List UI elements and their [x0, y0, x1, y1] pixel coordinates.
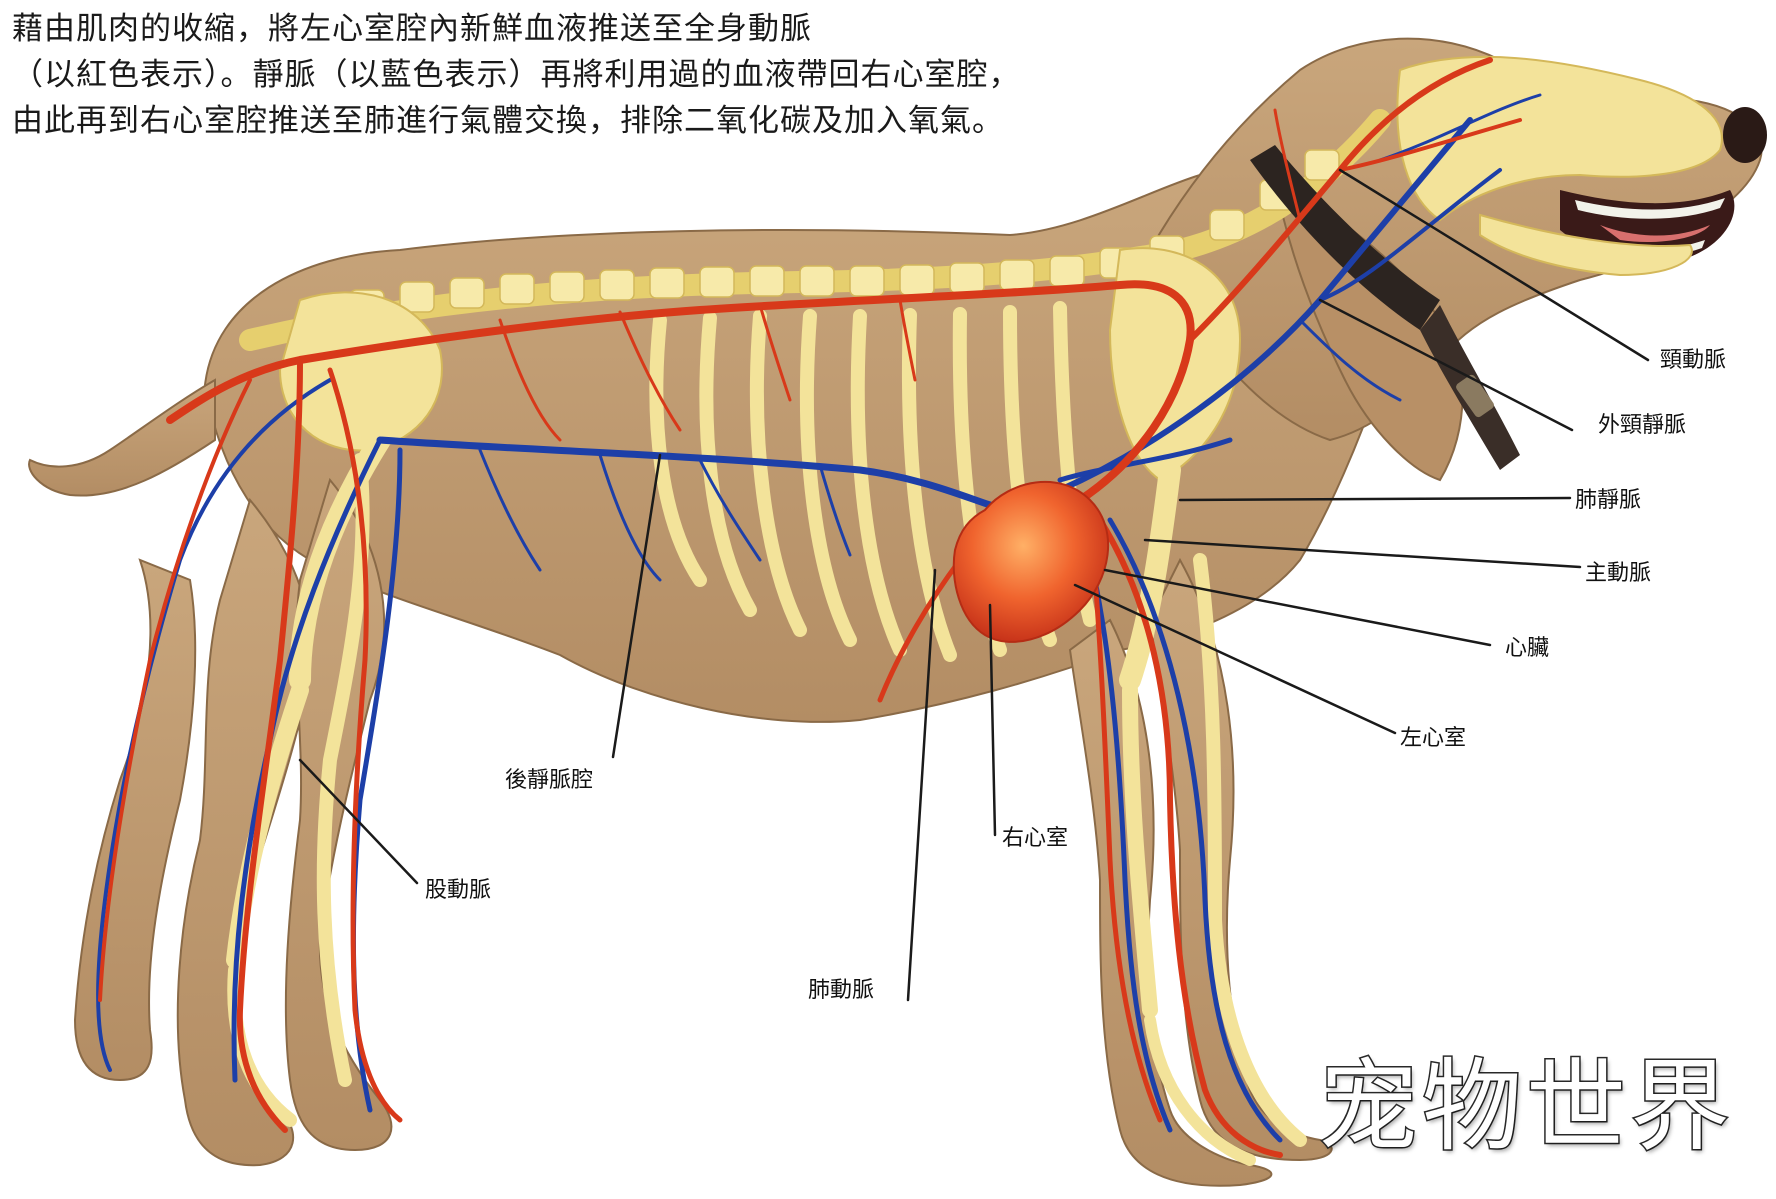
- caption-line-1: 藉由肌肉的收縮，將左心室腔內新鮮血液推送至全身動脈: [12, 6, 1021, 52]
- label-pulmonary-vein: 肺靜脈: [1575, 482, 1641, 514]
- label-aorta: 主動脈: [1585, 555, 1651, 587]
- label-pulmonary-artery: 肺動脈: [808, 972, 874, 1004]
- label-carotid-artery: 頸動脈: [1660, 342, 1726, 374]
- label-caudal-vena-cava: 後靜脈腔: [505, 762, 593, 794]
- label-heart: 心臟: [1505, 630, 1549, 662]
- label-right-ventricle: 右心室: [1002, 820, 1068, 852]
- description-caption: 藉由肌肉的收縮，將左心室腔內新鮮血液推送至全身動脈 （以紅色表示）。靜脈（以藍色…: [12, 6, 1021, 145]
- label-femoral-artery: 股動脈: [425, 872, 491, 904]
- label-left-ventricle: 左心室: [1400, 720, 1466, 752]
- caption-line-2: （以紅色表示）。靜脈（以藍色表示）再將利用過的血液帶回右心室腔，: [12, 52, 1021, 98]
- label-external-jugular-vein: 外頸靜脈: [1598, 407, 1686, 439]
- nose: [1723, 107, 1767, 163]
- caption-line-3: 由此再到右心室腔推送至肺進行氣體交換，排除二氧化碳及加入氧氣。: [12, 98, 1021, 144]
- dog-body: [29, 39, 1761, 1186]
- watermark: 宠物世界: [1318, 1025, 1734, 1170]
- tail-shape: [29, 380, 215, 496]
